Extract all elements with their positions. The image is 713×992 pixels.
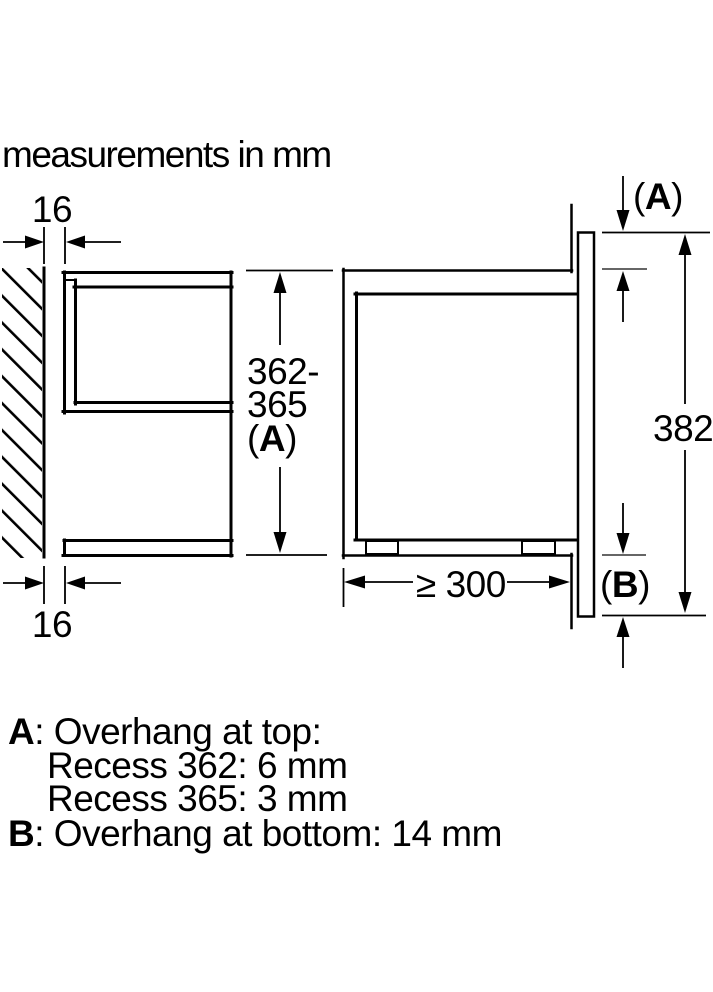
niche-outline bbox=[341, 203, 574, 630]
appliance-front-panel bbox=[576, 231, 596, 618]
dim-recess-height-line1: 362- bbox=[247, 351, 319, 392]
dim-wall-gap-top: 16 bbox=[3, 189, 121, 264]
left-diagram: 16 16 bbox=[2, 189, 333, 645]
dim-overhang-bottom-label-B: (B) bbox=[600, 564, 650, 605]
right-diagram: (A) 382 ≥ 300 (B) bbox=[341, 176, 713, 668]
dim-min-depth-value: ≥ 300 bbox=[416, 564, 506, 605]
wall-hatching bbox=[2, 268, 42, 558]
legend-line-overhang-top: A: Overhang at top: bbox=[8, 711, 321, 752]
dim-front-height-value: 382 bbox=[653, 408, 713, 449]
dim-min-depth: ≥ 300 bbox=[342, 564, 570, 607]
dim-wall-gap-bottom-value: 16 bbox=[32, 604, 72, 645]
legend-line-recess-365: Recess 365: 3 mm bbox=[47, 778, 347, 819]
dim-overhang-top: (A) bbox=[602, 176, 710, 322]
dim-recess-height-label-A: (A) bbox=[247, 418, 297, 459]
cabinet-upper-section bbox=[61, 270, 234, 558]
dim-recess-height-line2: 365 bbox=[247, 384, 307, 425]
legend-line-overhang-bottom: B: Overhang at bottom: 14 mm bbox=[8, 813, 502, 854]
dim-wall-gap-top-value: 16 bbox=[32, 189, 72, 230]
dim-overhang-bottom: (B) bbox=[600, 503, 706, 668]
dim-overhang-top-label-A: (A) bbox=[633, 176, 683, 217]
page-title: measurements in mm bbox=[2, 134, 331, 175]
legend: A: Overhang at top: Recess 362: 6 mm Rec… bbox=[8, 711, 502, 854]
dim-front-height: 382 bbox=[653, 234, 713, 613]
cabinet-bottom-shelf bbox=[61, 538, 234, 557]
appliance-foot-front bbox=[521, 540, 556, 555]
dim-recess-height: 362- 365 (A) bbox=[246, 269, 333, 556]
legend-line-recess-362: Recess 362: 6 mm bbox=[47, 745, 347, 786]
appliance-foot-rear bbox=[365, 540, 399, 555]
dim-wall-gap-bottom: 16 bbox=[3, 566, 121, 645]
